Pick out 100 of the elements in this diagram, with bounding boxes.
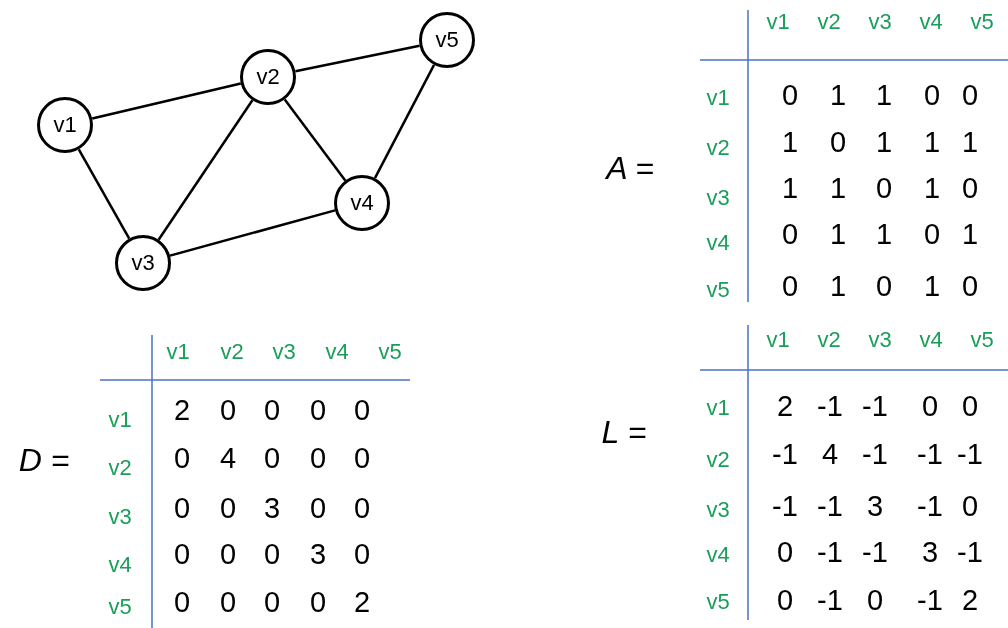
matrix-value: -1 (862, 535, 888, 569)
matrix-value: 1 (923, 269, 941, 303)
row-header: v1 (706, 85, 730, 111)
matrix-value: 1 (961, 125, 979, 159)
matrix-value: 3 (866, 489, 884, 523)
column-header: v4 (325, 339, 349, 365)
matrix-name: L = (601, 413, 647, 451)
matrix-value: -1 (817, 489, 843, 523)
matrix-value: 0 (921, 389, 939, 423)
matrix-value: 1 (829, 78, 847, 112)
matrix-value: 0 (309, 393, 327, 427)
matrix-value: -1 (957, 535, 983, 569)
matrix-name: D = (18, 441, 70, 479)
row-header: v2 (706, 447, 730, 473)
matrix-value: 1 (875, 217, 893, 251)
edge-line (77, 148, 131, 240)
matrix-value: -1 (817, 535, 843, 569)
matrix-value: 2 (776, 389, 794, 423)
matrix-value: 0 (309, 491, 327, 525)
row-header: v2 (706, 135, 730, 161)
row-header: v4 (706, 230, 730, 256)
matrix-value: 1 (781, 171, 799, 205)
matrix-value: 1 (923, 125, 941, 159)
matrix-value: 1 (829, 217, 847, 251)
matrix-value: 0 (961, 389, 979, 423)
matrix-value: 0 (353, 393, 371, 427)
column-header: v3 (868, 327, 892, 353)
column-header: v2 (817, 327, 841, 353)
matrix-value: 0 (263, 393, 281, 427)
matrix-value: 2 (173, 393, 191, 427)
column-header: v3 (272, 339, 296, 365)
matrix-value: 0 (829, 125, 847, 159)
matrix-value: 0 (923, 78, 941, 112)
column-header: v4 (919, 9, 943, 35)
vertex-circle: v1 (37, 97, 93, 153)
matrix-value: 0 (961, 269, 979, 303)
matrix-value: 0 (173, 441, 191, 475)
matrix-value: 1 (829, 269, 847, 303)
matrix-value: -1 (917, 489, 943, 523)
row-header: v5 (706, 277, 730, 303)
matrix-value: 1 (875, 125, 893, 159)
edge-line (373, 64, 436, 179)
matrix-value: 1 (781, 125, 799, 159)
matrix-value: -1 (957, 437, 983, 471)
row-header: v1 (706, 395, 730, 421)
matrix-value: 0 (781, 217, 799, 251)
matrix-value: 0 (875, 171, 893, 205)
row-header: v4 (706, 542, 730, 568)
matrix-value: 0 (781, 78, 799, 112)
matrix-value: 0 (219, 537, 237, 571)
matrix-value: 0 (309, 585, 327, 619)
matrix-value: 0 (173, 491, 191, 525)
matrix-value: 0 (219, 393, 237, 427)
row-header: v3 (706, 497, 730, 523)
matrix-value: 0 (219, 491, 237, 525)
matrix-value: 3 (263, 491, 281, 525)
matrix-value: 0 (923, 217, 941, 251)
matrix-value: 0 (353, 441, 371, 475)
matrix-value: 0 (173, 537, 191, 571)
column-header: v4 (919, 327, 943, 353)
matrix-value: 0 (776, 583, 794, 617)
edge-line (157, 99, 254, 241)
row-header: v3 (108, 504, 132, 530)
column-header: v1 (766, 327, 790, 353)
matrix-value: 0 (781, 269, 799, 303)
vertex-circle: v4 (334, 175, 390, 231)
matrix-value: -1 (772, 437, 798, 471)
vertex-circle: v3 (115, 235, 171, 291)
matrix-value: -1 (817, 389, 843, 423)
matrix-value: 0 (263, 441, 281, 475)
row-header: v2 (108, 455, 132, 481)
matrix-value: 2 (353, 585, 371, 619)
matrix-value: 0 (263, 537, 281, 571)
matrix-value: 3 (309, 537, 327, 571)
column-header: v2 (817, 9, 841, 35)
matrix-value: 0 (173, 585, 191, 619)
column-header: v5 (378, 339, 402, 365)
matrix-value: 0 (875, 269, 893, 303)
matrix-value: 2 (961, 583, 979, 617)
column-header: v1 (766, 9, 790, 35)
column-header: v5 (970, 9, 994, 35)
row-header: v4 (108, 552, 132, 578)
matrix-value: 0 (219, 585, 237, 619)
edge-line (91, 82, 242, 120)
matrix-value: -1 (862, 389, 888, 423)
column-header: v2 (220, 339, 244, 365)
matrix-value: 0 (961, 78, 979, 112)
row-header: v5 (108, 594, 132, 620)
column-header: v1 (166, 339, 190, 365)
matrix-value: -1 (862, 437, 888, 471)
matrix-value: 1 (961, 217, 979, 251)
matrix-value: 0 (961, 489, 979, 523)
matrix-value: -1 (917, 437, 943, 471)
matrix-value: 0 (961, 171, 979, 205)
matrix-value: 0 (353, 491, 371, 525)
row-header: v1 (108, 407, 132, 433)
column-header: v3 (868, 9, 892, 35)
matrix-value: -1 (772, 489, 798, 523)
matrix-value: -1 (817, 583, 843, 617)
matrix-value: 1 (829, 171, 847, 205)
